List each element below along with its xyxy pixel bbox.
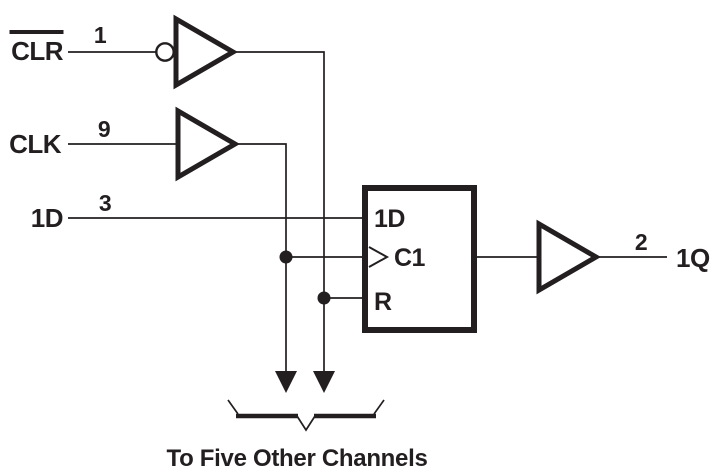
clr-input-label: CLR (11, 36, 64, 66)
clr-input-group: CLR 1 (9, 14, 325, 372)
clr-pin-number: 1 (94, 22, 107, 48)
brace-icon (227, 399, 385, 432)
branch-wires-group (279, 250, 365, 305)
ff-clock-port-label: C1 (394, 244, 426, 272)
output-group: 2 1Q (477, 219, 710, 295)
arrow-down-icon (313, 371, 335, 393)
clk-routed-wire (235, 143, 287, 372)
ff-reset-port-label: R (374, 288, 392, 316)
clk-input-group: CLK 9 (9, 106, 287, 372)
reset-junction-dot (317, 291, 331, 305)
clock-junction-dot (279, 250, 293, 264)
clk-pin-number: 9 (98, 116, 110, 142)
arrow-down-icon (275, 371, 297, 393)
caption-text: To Five Other Channels (167, 445, 428, 472)
ff-data-port-label: 1D (374, 205, 405, 233)
d-input-group: 1D 3 (31, 190, 365, 233)
d-input-label: 1D (31, 203, 63, 233)
other-channels-arrows-group (275, 371, 335, 393)
clr-buffer-icon (173, 14, 238, 90)
clr-routed-wire (233, 51, 325, 372)
clk-buffer-icon (175, 106, 240, 182)
output-pin-number: 2 (635, 229, 647, 255)
clock-wedge-icon (368, 246, 390, 268)
output-buffer-icon (536, 219, 601, 295)
inverter-bubble-icon (155, 42, 175, 62)
brace-left-tick (227, 399, 239, 415)
flip-flop-group: 1D C1 R (362, 185, 477, 333)
output-label: 1Q (676, 243, 710, 273)
brace-center-notch (296, 415, 316, 432)
clk-input-label: CLK (9, 129, 62, 159)
clr-overline (9, 30, 64, 34)
d-pin-number: 3 (99, 190, 111, 216)
brace-right-tick (373, 399, 385, 415)
